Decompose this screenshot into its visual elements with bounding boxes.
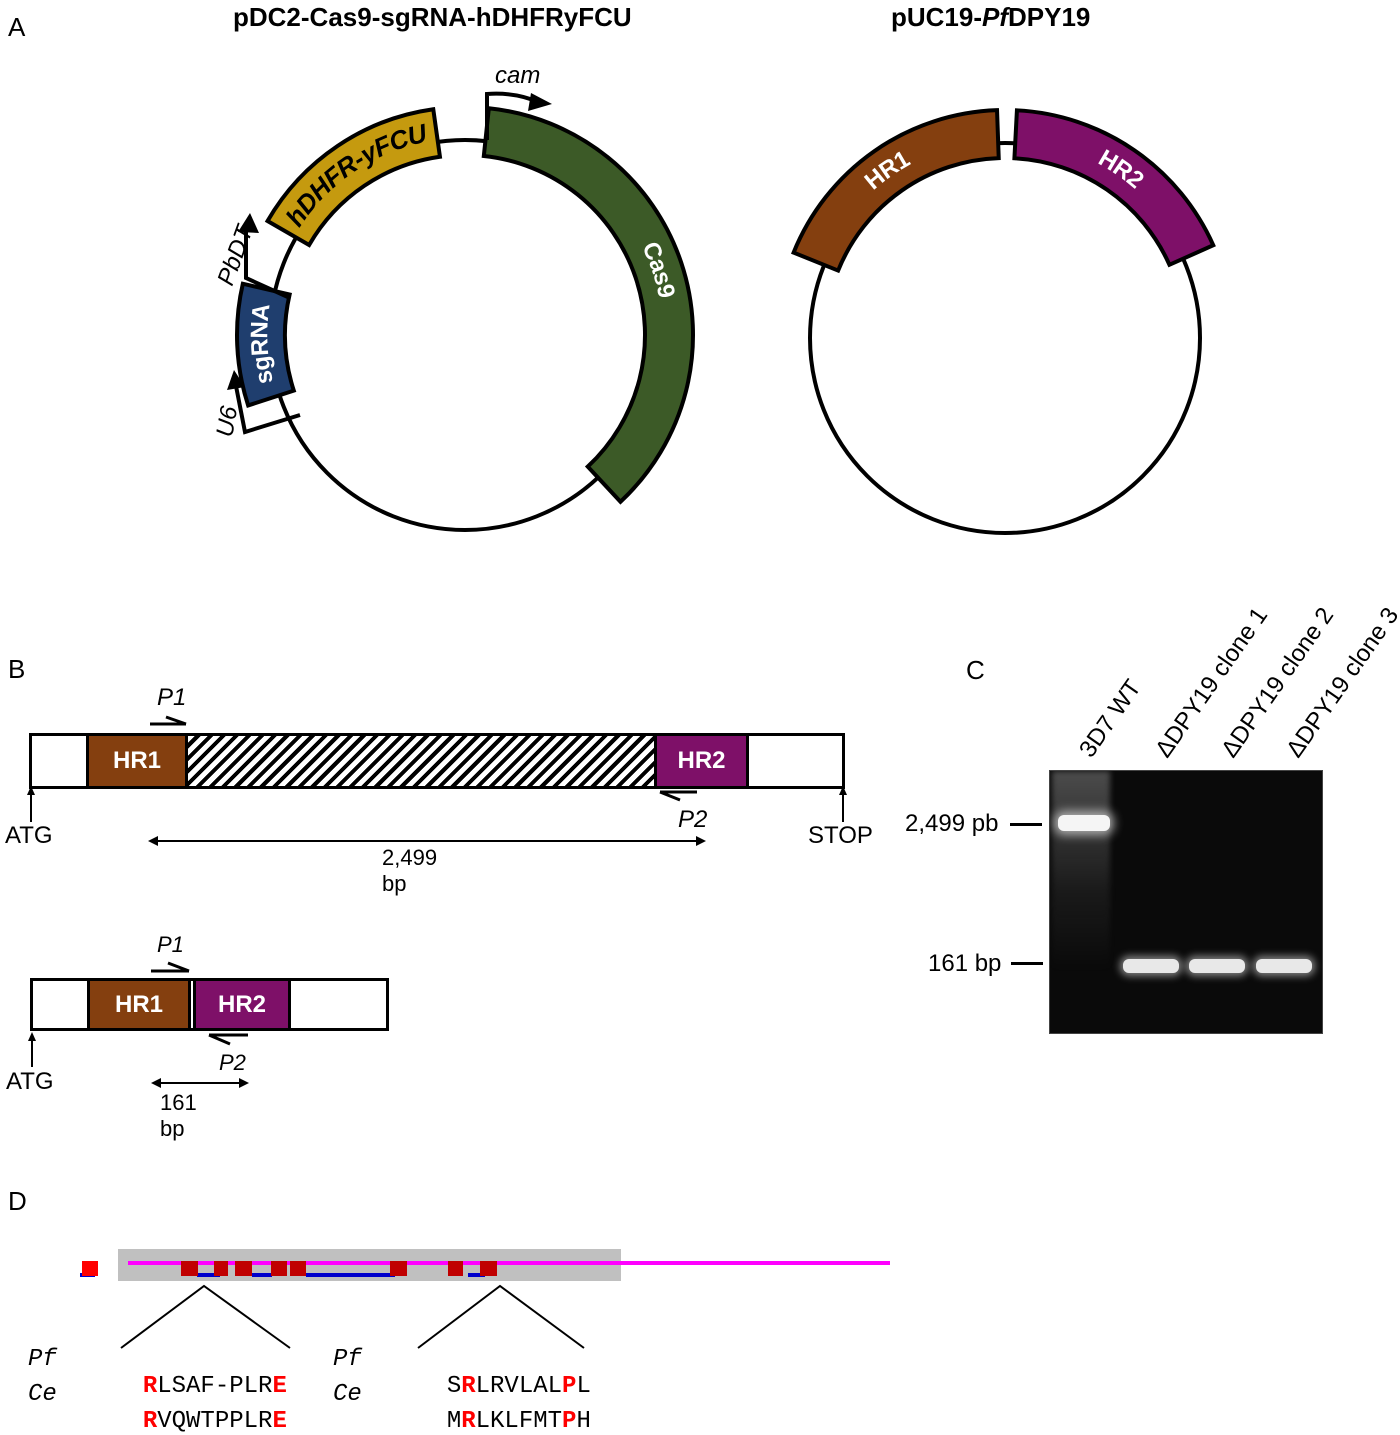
wt-stop-label: STOP: [808, 822, 873, 849]
plasmid2-title-italic: Pf: [982, 2, 1009, 32]
plasmid2-title-suffix: DPY19: [1008, 2, 1091, 32]
ko-hr1-label: HR1: [114, 991, 163, 1018]
transmembrane-segment: [390, 1261, 407, 1276]
ko-primer-p2-arrow: [208, 1033, 248, 1046]
plasmid1-title: pDC2-Cas9-sgRNA-hDHFRyFCU: [233, 2, 632, 32]
gel-image: [1049, 770, 1323, 1034]
alignment2-callout-lines: [417, 1284, 585, 1349]
panel-b-label: B: [8, 654, 26, 684]
plasmid1-feature-cas9: [481, 106, 695, 505]
promoter-cam-arrow: [485, 91, 552, 140]
residue: S: [446, 1373, 462, 1400]
wt-primer-p2-label: P2: [678, 806, 708, 833]
gel-band-clone-3: [1256, 959, 1312, 973]
alignment1-row2-seq: RVQWTPPLRE: [114, 1381, 287, 1435]
residue: P: [562, 1408, 577, 1435]
marker-label-161: 161 bp: [928, 950, 1002, 977]
alignment1-row2-species: Ce: [28, 1381, 57, 1408]
transmembrane-segment: [271, 1261, 287, 1276]
promoter-cam-label: cam: [495, 62, 540, 89]
alignment2-row1-seq: SRLRVLALPL: [418, 1346, 591, 1400]
wt-hr2-label: HR2: [677, 747, 726, 774]
alignment1-callout-lines: [120, 1284, 291, 1349]
plasmid2-title: pUC19-PfDPY19: [891, 2, 1090, 33]
promoter-u6-label: U6: [211, 403, 243, 439]
plasmid1-feature-hdhfr-yfcu: [264, 106, 443, 248]
ko-atg-label: ATG: [6, 1068, 54, 1095]
wt-hr1-segment: [86, 736, 188, 786]
ko-hr2-segment: [193, 981, 291, 1028]
panel-a-label: A: [8, 12, 26, 42]
plasmid2-feature-hr2: [1012, 108, 1216, 268]
alignment2-row1-species: Pf: [333, 1346, 362, 1373]
panel-c-label: C: [966, 655, 985, 685]
alignment1-row1-species: Pf: [28, 1346, 57, 1373]
residue: R: [142, 1373, 158, 1400]
wt-primer-arrows: [27, 715, 847, 1088]
residue: R: [142, 1408, 158, 1435]
plasmid2-feature-hr1: [790, 108, 1001, 274]
gel-band-clone-1: [1123, 959, 1179, 973]
residue: LKLFMT: [475, 1408, 563, 1435]
residue: LSAF-PLR: [157, 1373, 273, 1400]
residue: E: [272, 1373, 287, 1400]
alignment1-row1-seq: RLSAF-PLRE: [114, 1346, 287, 1400]
promoter-u6-arrow: [227, 370, 301, 435]
residue: H: [576, 1408, 591, 1435]
panel-a-plasmid-maps: Cas9 hDHFR-yFCU sgRNA cam PbDT U6 HR1 HR…: [211, 62, 1216, 535]
transmembrane-segment: [290, 1261, 306, 1276]
residue: E: [272, 1408, 287, 1435]
transmembrane-segment: [82, 1261, 98, 1276]
ko-hr1-segment: [87, 981, 191, 1028]
alignment2-row2-seq: MRLKLFMTPH: [418, 1381, 591, 1435]
ko-primer-p1-label: P1: [157, 932, 184, 957]
ko-primer-p2-label: P2: [219, 1050, 246, 1075]
transmembrane-segment: [480, 1261, 497, 1276]
gel-lane-smear-3d7: [1052, 771, 1110, 971]
wt-amplicon-size: 2,499 bp: [382, 845, 438, 896]
residue: LRVLAL: [475, 1373, 563, 1400]
residue: L: [576, 1373, 591, 1400]
ko-atg-arrow: [28, 1032, 36, 1067]
transmembrane-segment: [181, 1261, 198, 1276]
residue: R: [461, 1373, 476, 1400]
wt-amplicon-arrow: [148, 836, 706, 846]
gel-band-3d7-wt: [1058, 815, 1110, 831]
wt-hr1-label: HR1: [112, 747, 161, 774]
ko-primer-p1-arrow: [151, 961, 190, 973]
marker-tick-161: [1011, 962, 1043, 965]
residue: R: [461, 1408, 476, 1435]
wt-primer-p1-arrow: [150, 715, 187, 726]
gel-band-clone-2: [1189, 959, 1245, 973]
alignment2-row2-species: Ce: [333, 1381, 362, 1408]
ko-amplicon-size: 161 bp: [160, 1090, 197, 1141]
wt-atg-arrow: [27, 786, 35, 822]
wt-deleted-region: [188, 736, 654, 786]
residue: M: [446, 1408, 462, 1435]
promoter-pbdt-arrow: [238, 213, 291, 300]
wt-stop-arrow: [839, 786, 847, 822]
ko-hr2-label: HR2: [217, 991, 266, 1018]
wt-primer-p1-label: P1: [157, 684, 187, 711]
marker-label-2499: 2,499 pb: [905, 810, 999, 837]
wt-hr2-segment: [654, 736, 749, 786]
residue: VQWTPPLR: [157, 1408, 273, 1435]
ko-amplicon-arrow: [151, 1078, 249, 1088]
transmembrane-segment: [214, 1261, 228, 1276]
residue: P: [562, 1373, 577, 1400]
transmembrane-segment: [235, 1261, 252, 1276]
panel-d-label: D: [8, 1186, 27, 1216]
transmembrane-segment: [448, 1261, 463, 1276]
plasmid2-title-prefix: pUC19-: [891, 2, 983, 32]
wt-primer-p2-arrow: [659, 790, 697, 802]
wt-atg-label: ATG: [5, 822, 53, 849]
marker-tick-2499: [1010, 823, 1042, 826]
plasmid2-backbone: [808, 141, 1202, 535]
